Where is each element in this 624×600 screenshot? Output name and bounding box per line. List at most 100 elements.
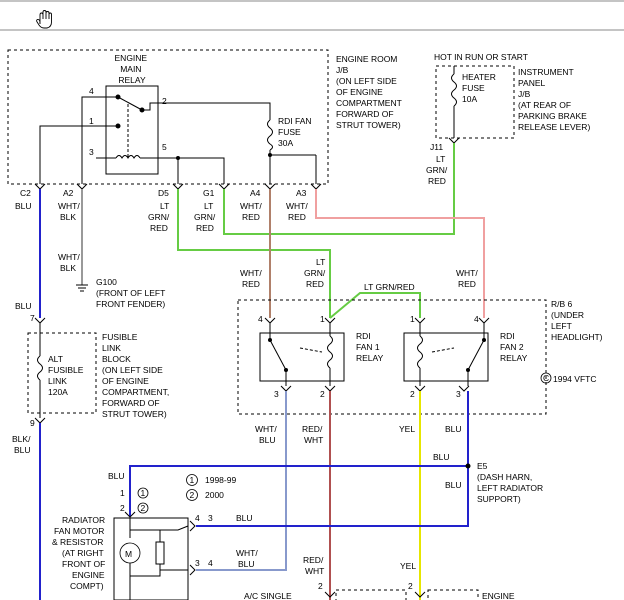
fusible-chevron-bottom xyxy=(34,417,46,424)
wire-label-wht-red-2: WHT/ RED xyxy=(286,201,310,222)
connector-a3: A3 xyxy=(296,188,307,198)
connector-d5: D5 xyxy=(158,188,169,198)
fan2-pin-1: 1 xyxy=(410,314,415,324)
lower-colored-wires xyxy=(39,391,469,600)
top-connector-chevrons xyxy=(34,183,322,190)
junction-dot xyxy=(176,156,180,160)
wire-label-lt-grn-red-1: LT GRN/ RED xyxy=(148,201,172,233)
rb6-label: R/B 6 (UNDER LEFT HEADLIGHT) xyxy=(551,299,603,342)
instrument-panel-jb-box xyxy=(435,65,515,139)
jb-internal-wiring xyxy=(39,96,317,184)
connector-g1: G1 xyxy=(203,188,215,198)
rdi-fan-fuse-symbol xyxy=(267,119,273,151)
fusible-chevron-top xyxy=(34,317,46,324)
wire-label-yel-lower: YEL xyxy=(399,424,415,434)
pin-circle-2 xyxy=(137,502,149,514)
engine-room-jb-label: ENGINE ROOM J/B (ON LEFT SIDE OF ENGINE … xyxy=(336,54,404,130)
wire-label-wht-blu-bottom: WHT/ BLU xyxy=(236,548,260,569)
wire-label-blu-motor-top: BLU xyxy=(108,471,125,481)
connector-j11: J11 xyxy=(430,142,443,152)
connector-a4: A4 xyxy=(250,188,261,198)
pin-circle-1 xyxy=(137,487,149,499)
resistor-lead xyxy=(130,529,161,542)
motor-internal xyxy=(160,525,189,531)
wire-label-blk-blu: BLK/ BLU xyxy=(12,434,33,455)
wire-label-blu-e5: BLU xyxy=(433,452,450,462)
ground-label: G100 (FRONT OF LEFT FRONT FENDER) xyxy=(96,277,167,309)
motor-pin-4b: 4 xyxy=(208,558,213,568)
wire-label-wht-blk: WHT/ BLK xyxy=(58,201,82,222)
motor-chevron-right xyxy=(189,564,196,576)
fan1-pin-3: 3 xyxy=(274,389,279,399)
emr-pin-4: 4 xyxy=(89,86,94,96)
wire-label-red-wht-bottom: RED/ WHT xyxy=(303,555,326,576)
wire-wht-red-a3 xyxy=(315,189,485,318)
instrument-panel-label: INSTRUMENT PANEL J/B (AT REAR OF PARKING… xyxy=(518,67,590,132)
emr-switch-symbol xyxy=(96,94,158,159)
j11-chevron xyxy=(448,137,460,144)
motor-symbol: M xyxy=(125,549,132,559)
rdi-fan1-relay-label: RDI FAN 1 RELAY xyxy=(356,331,384,363)
wire-label-wht-blk-g: WHT/ BLK xyxy=(58,252,82,273)
rb6-box xyxy=(237,299,547,415)
fan2-pin-3: 3 xyxy=(456,389,461,399)
wire-label-j11: LT GRN/ RED xyxy=(426,154,450,186)
wire-blu-e5 xyxy=(129,465,468,516)
junction-dot xyxy=(268,153,272,157)
fan1-pin-1: 1 xyxy=(320,314,325,324)
wire-lt-grn-red-fan2 xyxy=(329,292,421,319)
fusible-pin-9: 9 xyxy=(30,418,35,428)
motor-pin-3b: 3 xyxy=(195,558,200,568)
resistor-lead xyxy=(130,564,161,577)
legend-num-1: 1 xyxy=(190,475,195,485)
motor-chevron-right xyxy=(189,520,196,532)
wire-label-yel-bottom: YEL xyxy=(400,561,416,571)
bottom-chevron xyxy=(324,591,336,598)
engine-main-relay-label: ENGINE MAIN RELAY xyxy=(115,53,150,85)
legend-text-2: 2000 xyxy=(205,490,224,500)
ac-single-label: A/C SINGLE xyxy=(244,591,292,600)
heater-fuse-label: HEATER FUSE 10A xyxy=(462,72,498,104)
engine-main-relay-box xyxy=(105,85,159,175)
wire-label-wht-red-1: WHT/ RED xyxy=(240,201,264,222)
fan1-pin-4: 4 xyxy=(258,314,263,324)
wire-label-red-wht-lower: RED/ WHT xyxy=(302,424,325,445)
rdi-fan1-relay xyxy=(259,317,345,392)
motor-pin-4a: 4 xyxy=(195,513,200,523)
fusible-link-inner-label: ALT FUSIBLE LINK 120A xyxy=(48,354,86,397)
fusible-link-symbol xyxy=(37,355,43,381)
copyright-symbol: C xyxy=(543,373,549,383)
fan2-pin-2: 2 xyxy=(410,389,415,399)
legend-text-1: 1998-99 xyxy=(205,475,236,485)
wire-label-blu-e5-below: BLU xyxy=(445,480,462,490)
wire-label-blu-left: BLU xyxy=(15,301,32,311)
wire-lt-grn-red-g1 xyxy=(223,143,455,235)
engine-label: ENGINE xyxy=(482,591,515,600)
fan2-pin-4: 4 xyxy=(474,314,479,324)
ac-single-box xyxy=(335,589,407,600)
fusible-pin-7: 7 xyxy=(30,313,35,323)
emr-pin-3: 3 xyxy=(89,147,94,157)
colored-wires xyxy=(39,143,485,319)
wire-label-wht-red-r: WHT/ RED xyxy=(456,268,480,289)
rdi-fan2-relay-label: RDI FAN 2 RELAY xyxy=(500,331,528,363)
motor-pin-3a: 3 xyxy=(208,513,213,523)
connector-c2: C2 xyxy=(20,188,31,198)
e5-splice-dot xyxy=(465,463,471,469)
fan1-pin-2: 2 xyxy=(320,389,325,399)
heater-fuse-symbol xyxy=(451,73,457,107)
emr-pin-1: 1 xyxy=(89,116,94,126)
legend-circle-2 xyxy=(186,489,198,501)
wire-label-lt-grn-red-m: LT GRN/ RED xyxy=(304,257,328,289)
bottom-pin-2a: 2 xyxy=(318,581,323,591)
wire-blu-motor xyxy=(196,391,469,527)
hot-in-run-label: HOT IN RUN OR START xyxy=(434,52,528,62)
hand-cursor-icon xyxy=(36,10,52,29)
wire-label-blu-lower: BLU xyxy=(445,424,462,434)
radiator-fan-motor-box xyxy=(113,517,189,600)
wire-label-blu-right: BLU xyxy=(236,513,253,523)
radiator-fan-motor-label: RADIATOR FAN MOTOR & RESISTOR (AT RIGHT … xyxy=(52,515,108,591)
wire-label-lt-grn-red-2: LT GRN/ RED xyxy=(194,201,218,233)
motor-pin-2a: 2 xyxy=(120,503,125,513)
